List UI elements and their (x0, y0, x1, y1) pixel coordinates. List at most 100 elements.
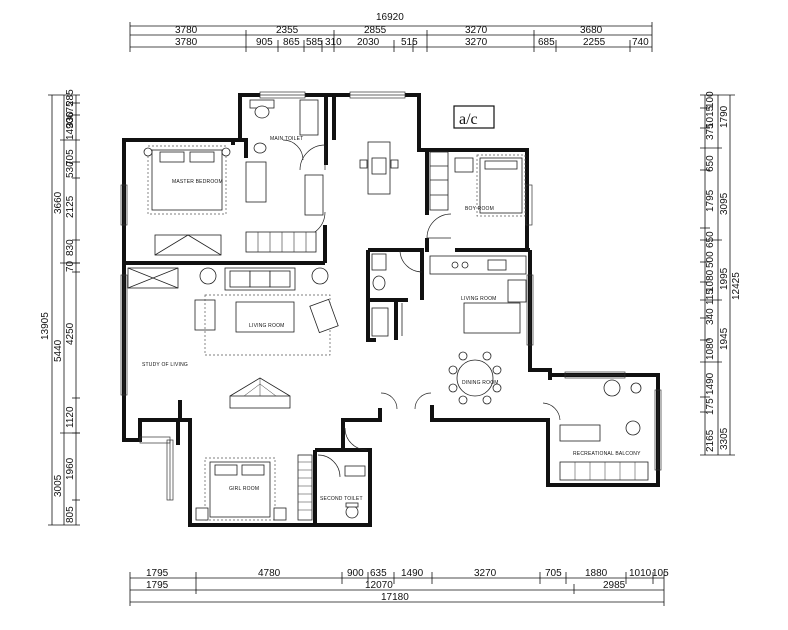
left-dimension-lines: 13905 3660 5440 3005 285 675 330 1490 70… (40, 89, 80, 526)
girl-room: GIRL ROOM (195, 454, 313, 521)
dim-right-in-8: 1080 (705, 269, 716, 292)
dim-top-4: 3270 (465, 25, 488, 36)
dim-top2-3: 865 (283, 37, 300, 48)
dim-bot-10: 105 (652, 568, 669, 579)
dim-left-in-9: 70 (65, 260, 76, 272)
dim-left-in-1: 285 (65, 89, 76, 106)
dim-right-in-13: 175 (705, 398, 716, 415)
dim-bot-8: 1880 (585, 568, 608, 579)
center-bathroom (371, 253, 403, 337)
second-toilet: SECOND TOILET (320, 465, 366, 519)
right-dimension-lines: 12425 1790 3095 1995 1945 3305 100 1015 … (700, 91, 742, 456)
dining-table (456, 359, 494, 397)
dim-left-in-7: 2125 (65, 195, 76, 218)
top-dimension-lines: 16920 3780 2355 2855 3270 3680 3780 905 … (129, 12, 653, 52)
dim-bot2-2: 12070 (365, 580, 393, 591)
dim-left-in-12: 1960 (65, 457, 76, 480)
dim-top2-7: 515 (401, 37, 418, 48)
dim-bot-7: 705 (545, 568, 562, 579)
dim-top2-2: 905 (256, 37, 273, 48)
dim-left-in-2: 675 (65, 101, 76, 118)
dim-left-in-3: 330 (65, 111, 76, 128)
dim-right-in-5: 1795 (705, 189, 716, 212)
dim-top2-9: 685 (538, 37, 555, 48)
master-wardrobe (154, 234, 222, 256)
dim-left-mid-3: 3005 (53, 474, 64, 497)
second-toilet-label: SECOND TOILET (320, 496, 363, 502)
dim-bot2-1: 1795 (146, 580, 169, 591)
dim-right-mid-4: 1945 (719, 327, 730, 350)
dim-right-mid-1: 1790 (719, 105, 730, 128)
dim-right-in-10: 340 (705, 308, 716, 325)
recreational-balcony: RECREATIONAL BALCONY (559, 379, 649, 481)
dim-right-in-1: 100 (705, 91, 716, 108)
dim-left-in-10: 4250 (65, 322, 76, 345)
dim-top2-5: 310 (325, 37, 342, 48)
dim-top-5: 3680 (580, 25, 603, 36)
living-room: LIVING ROOM STUDY OF LIVING (127, 267, 339, 409)
dim-right-mid-3: 1995 (719, 267, 730, 290)
dim-bot-4: 635 (370, 568, 387, 579)
dim-bot-1: 1795 (146, 568, 169, 579)
dim-top2-6: 2030 (357, 37, 380, 48)
dim-right-in-14: 2165 (705, 429, 716, 452)
master-bedroom: MASTER BEDROOM (143, 145, 324, 256)
boy-room: BOY ROOM (429, 151, 526, 217)
dim-bot-9: 1010 (629, 568, 652, 579)
dim-left-in-6: 530 (65, 161, 76, 178)
dim-right-in-9: 115 (705, 289, 716, 305)
dim-bot-2: 4780 (258, 568, 281, 579)
dim-right-in-12: 1490 (705, 372, 716, 395)
dim-right-in-11: 1080 (705, 337, 716, 360)
plan-title-box: a/c (453, 105, 495, 129)
dim-left-mid-2: 5440 (53, 339, 64, 362)
dining-room: DINING ROOM (448, 351, 502, 405)
plan-title: a/c (459, 111, 478, 128)
dining-room-label: DINING ROOM (462, 380, 499, 386)
main-toilet-label: MAIN TOILET (270, 136, 303, 142)
balcony-label: RECREATIONAL BALCONY (573, 451, 641, 457)
main-toilet: MAIN TOILET (249, 99, 319, 154)
dim-left-in-5: 705 (65, 149, 76, 166)
master-bedroom-label: MASTER BEDROOM (172, 179, 223, 185)
dim-top-1: 3780 (175, 25, 198, 36)
dim-top2-4: 585 (306, 37, 323, 48)
dim-bot2-3: 2985 (603, 580, 626, 591)
dim-top-3: 2855 (364, 25, 387, 36)
dim-top-total: 16920 (376, 12, 404, 23)
dim-right-mid-5: 3305 (719, 427, 730, 450)
study-label: STUDY OF LIVING (142, 362, 188, 368)
dim-bot-5: 1490 (401, 568, 424, 579)
dim-left-in-4: 1490 (65, 117, 76, 140)
dim-left-mid-1: 3660 (53, 191, 64, 214)
dim-right-in-4: 650 (705, 155, 716, 172)
dim-right-in-6: 650 (705, 231, 716, 248)
dim-bot-6: 3270 (474, 568, 497, 579)
dim-top-2: 2355 (276, 25, 299, 36)
coffee-table (235, 301, 295, 333)
toilet-bowl (254, 105, 270, 119)
dim-left-in-13: 805 (65, 506, 76, 523)
dim-right-mid-2: 3095 (719, 192, 730, 215)
girl-room-label: GIRL ROOM (229, 486, 259, 492)
dim-left-in-11: 1120 (65, 406, 76, 428)
dim-top2-8: 3270 (465, 37, 488, 48)
boy-room-label: BOY ROOM (465, 206, 494, 212)
living-room-label: LIVING ROOM (249, 323, 285, 329)
dim-top2-1: 3780 (175, 37, 198, 48)
island-table (359, 141, 399, 195)
dim-top2-10: 2255 (583, 37, 606, 48)
kitchen: LIVING ROOM (429, 255, 527, 334)
dim-bot-3: 900 (347, 568, 364, 579)
dim-bot-total: 17180 (381, 592, 409, 603)
windows (120, 91, 662, 501)
dim-top2-11: 740 (632, 37, 649, 48)
bottom-dimension-lines: 1795 4780 900 635 1490 3270 705 1880 101… (129, 568, 669, 606)
dim-right-in-3: 375 (705, 123, 716, 140)
dim-right-total: 12425 (731, 272, 742, 300)
dim-right-in-2: 1015 (705, 105, 716, 128)
doors (282, 139, 561, 478)
living-room-2-label: LIVING ROOM (461, 296, 497, 302)
dim-left-total: 13905 (40, 312, 51, 340)
